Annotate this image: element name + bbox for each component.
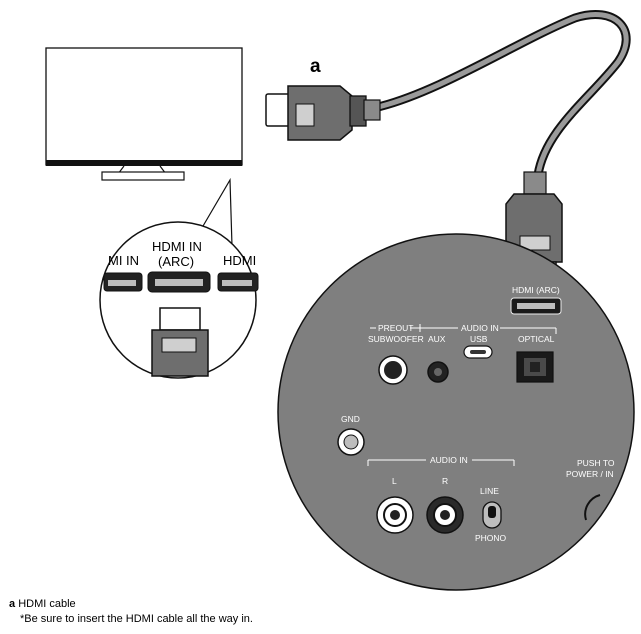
caption-cable: a HDMI cable xyxy=(9,598,76,610)
gnd-label: GND xyxy=(341,414,360,424)
audio-r-label: R xyxy=(442,476,448,486)
phono-label: PHONO xyxy=(475,533,507,543)
caption-note: *Be sure to insert the HDMI cable all th… xyxy=(20,613,253,625)
hdmi-connection-diagram: a MI IN HDMI IN (ARC) HDMI HDMI (ARC) PR… xyxy=(45,10,635,591)
line-label: LINE xyxy=(480,486,499,496)
audio-l-label: L xyxy=(392,476,397,486)
subwoofer-label: SUBWOOFER xyxy=(368,334,424,344)
optical-label: OPTICAL xyxy=(518,334,555,344)
tv-screen xyxy=(45,47,243,166)
hdmi-plug-tv-side xyxy=(265,85,381,141)
zoom-bubble-circle xyxy=(99,221,257,379)
optical-port xyxy=(516,351,554,383)
push-to-label-1: PUSH TO xyxy=(577,458,615,468)
port-zoom-bubble: MI IN HDMI IN (ARC) HDMI xyxy=(99,177,259,379)
caption-description: HDMI cable xyxy=(18,598,76,610)
zoom-hdmi-plug xyxy=(151,307,209,377)
receiver-rear-panel: HDMI (ARC) PREOUT SUBWOOFER AUX AUDIO IN… xyxy=(277,233,635,591)
callout-key-a: a xyxy=(310,56,321,77)
tv-port-left-label: MI IN xyxy=(108,253,139,268)
television xyxy=(45,47,243,181)
caption-key: a xyxy=(9,598,16,610)
usb-label: USB xyxy=(470,334,488,344)
push-to-label-2: POWER / IN xyxy=(566,469,614,479)
audio-in-bottom-label: AUDIO IN xyxy=(430,455,468,465)
preout-label: PREOUT xyxy=(378,323,413,333)
panel-circle xyxy=(277,233,635,591)
cable-wire-core xyxy=(375,12,629,178)
audio-in-top-label: AUDIO IN xyxy=(461,323,499,333)
aux-label: AUX xyxy=(428,334,446,344)
tv-port-center-label-2: (ARC) xyxy=(158,254,194,269)
tv-port-center-label-1: HDMI IN xyxy=(152,239,202,254)
tv-port-right-label: HDMI xyxy=(223,253,256,268)
hdmi-arc-label: HDMI (ARC) xyxy=(512,285,560,295)
power-knob-edge xyxy=(584,494,601,521)
tv-bottom-bezel xyxy=(46,160,242,166)
tv-stand-base xyxy=(101,171,185,181)
